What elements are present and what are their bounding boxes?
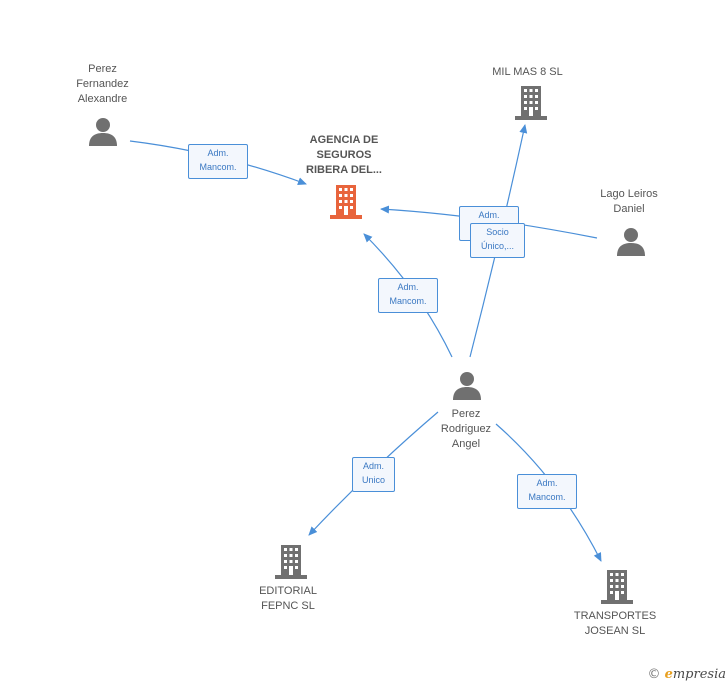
person-icon[interactable] <box>616 227 646 257</box>
building-icon[interactable] <box>601 570 633 604</box>
edge-label-perez-fernandez-agencia[interactable]: Adm. Mancom. <box>188 144 248 179</box>
brand-logo-e: e <box>664 667 673 682</box>
node-label-editorial[interactable]: EDITORIAL FEPNC SL <box>259 585 317 612</box>
perez-rodriguez-person-icon <box>453 372 481 400</box>
milmas-building-icon <box>515 86 547 120</box>
edge-label-perez-rodriguez-editorial[interactable]: Adm. Unico <box>352 457 395 492</box>
copyright-symbol: © <box>647 667 661 682</box>
transportes-building-icon <box>601 570 633 604</box>
node-label-perez-rodriguez[interactable]: Perez Rodriguez Angel <box>440 408 492 450</box>
brand-logo-text: mpresia <box>672 667 726 682</box>
editorial-building-icon <box>275 545 307 579</box>
person-icon[interactable] <box>452 371 482 401</box>
node-label-perez-fernandez[interactable]: Perez Fernandez Alexandre <box>76 63 129 105</box>
perez-fernandez-person-icon <box>89 118 117 146</box>
edge-label-perez-rodriguez-transportes[interactable]: Adm. Mancom. <box>517 474 577 509</box>
person-icon[interactable] <box>88 117 118 147</box>
node-label-agencia[interactable]: AGENCIA DE SEGUROS RIBERA DEL... <box>306 134 382 176</box>
building-icon[interactable] <box>515 86 547 120</box>
building-icon[interactable] <box>330 185 362 219</box>
node-label-transportes[interactable]: TRANSPORTES JOSEAN SL <box>573 610 657 637</box>
footer-brand[interactable]: © empresia <box>647 667 726 682</box>
edge-label-perez-rodriguez-milmas[interactable]: Socio Único,... <box>470 223 525 258</box>
building-icon[interactable] <box>275 545 307 579</box>
node-label-milmas[interactable]: MIL MAS 8 SL <box>492 66 563 78</box>
node-label-lago[interactable]: Lago Leiros Daniel <box>600 188 658 215</box>
agencia-building-icon <box>330 185 362 219</box>
lago-person-icon <box>617 228 645 256</box>
edge-label-perez-rodriguez-agencia[interactable]: Adm. Mancom. <box>378 278 438 313</box>
